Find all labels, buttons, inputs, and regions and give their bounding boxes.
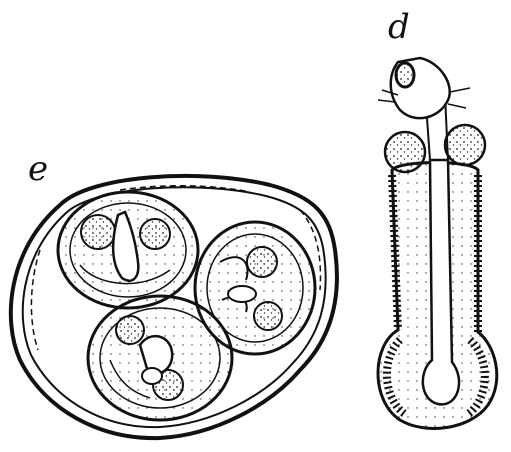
embryo-velum-lobe: [81, 215, 115, 249]
embryo-velum-lobe: [254, 302, 282, 330]
embryo-lower: [88, 296, 232, 420]
embryo-upper-left: [58, 192, 198, 308]
egg-capsule-figure: [11, 176, 337, 438]
larva-velum-lobe: [445, 125, 485, 165]
embryo-velum-lobe: [247, 247, 277, 277]
figure-label-e: e: [28, 152, 48, 186]
figure-label-d: d: [388, 10, 410, 44]
elongated-larva-figure: [378, 58, 497, 428]
embryo-velum-lobe: [116, 316, 144, 344]
larva-velum-lobe: [385, 132, 425, 172]
embryo-velum-lobe: [140, 219, 170, 249]
